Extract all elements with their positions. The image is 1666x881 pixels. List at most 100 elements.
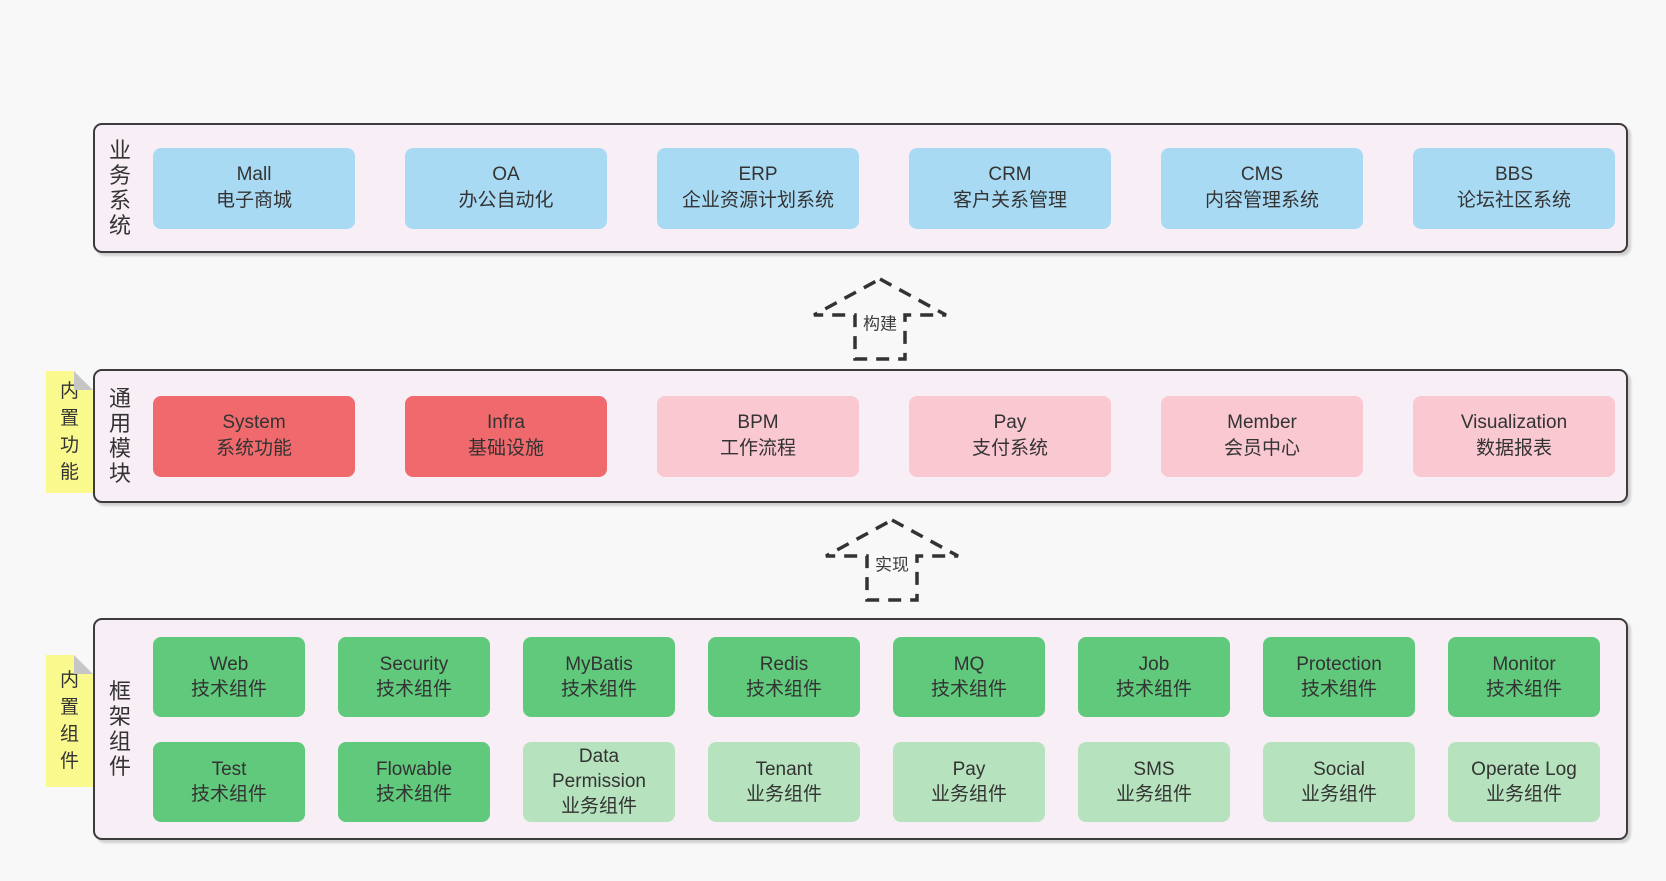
- band-label-business-systems: 业务系统: [108, 138, 131, 238]
- box-web: Web 技术组件: [153, 636, 305, 717]
- box-title: Visualization: [1460, 412, 1568, 433]
- box-subtitle: 客户关系管理: [952, 190, 1067, 211]
- box-mq: MQ 技术组件: [893, 636, 1045, 717]
- box-security: Security 技术组件: [338, 636, 490, 717]
- sticky-note-text: 内置功能: [59, 381, 79, 483]
- box-subtitle: 办公自动化: [458, 190, 554, 211]
- box-subtitle: 电子商城: [215, 190, 292, 211]
- box-protection: Protection 技术组件: [1263, 636, 1415, 717]
- box-title: Web: [209, 653, 249, 675]
- box-subtitle: 技术组件: [1485, 678, 1562, 700]
- box-cms: CMS 内容管理系统: [1161, 147, 1363, 229]
- framework-components-rows: Web 技术组件 Security 技术组件 MyBatis 技术组件 Redi…: [153, 636, 1600, 822]
- box-subtitle: 技术组件: [375, 783, 452, 805]
- box-subtitle: 技术组件: [930, 678, 1007, 700]
- box-subtitle: 技术组件: [190, 678, 267, 700]
- box-pay-component: Pay 业务组件: [893, 741, 1045, 822]
- box-subtitle: 业务组件: [1115, 783, 1192, 805]
- band-common-modules: 通用模块 System 系统功能 Infra 基础设施 BPM 工作流程 Pay…: [93, 369, 1628, 503]
- arrow-build: 构建: [812, 277, 948, 361]
- sticky-note-builtin-features: 内置功能: [46, 371, 93, 493]
- box-subtitle: 内容管理系统: [1204, 190, 1319, 211]
- box-title: Mall: [236, 164, 272, 185]
- box-redis: Redis 技术组件: [708, 636, 860, 717]
- box-subtitle: 业务组件: [1485, 783, 1562, 805]
- box-bpm: BPM 工作流程: [657, 395, 859, 477]
- band-framework-components: 框架组件 Web 技术组件 Security 技术组件 MyBatis 技术组件…: [93, 618, 1628, 840]
- box-system: System 系统功能: [153, 395, 355, 477]
- box-title: Redis: [759, 653, 809, 675]
- box-subtitle: 技术组件: [745, 678, 822, 700]
- box-bbs: BBS 论坛社区系统: [1413, 147, 1615, 229]
- box-title: OA: [492, 164, 520, 185]
- box-title: Job: [1138, 653, 1170, 675]
- box-operate-log: Operate Log 业务组件: [1448, 741, 1600, 822]
- box-title: SMS: [1133, 758, 1175, 780]
- box-subtitle: 系统功能: [215, 438, 292, 459]
- box-subtitle: 业务组件: [560, 796, 637, 817]
- box-subtitle: 数据报表: [1475, 438, 1552, 459]
- framework-components-row-2: Test 技术组件 Flowable 技术组件 Data Permission …: [153, 741, 1600, 822]
- common-modules-row: System 系统功能 Infra 基础设施 BPM 工作流程 Pay 支付系统…: [153, 395, 1615, 477]
- dashed-up-arrow-icon: [813, 277, 947, 361]
- box-title: System: [222, 412, 286, 433]
- band-label-common-modules: 通用模块: [108, 386, 131, 486]
- box-title: Operate Log: [1471, 758, 1577, 780]
- sticky-note-builtin-components: 内置组件: [46, 655, 93, 787]
- box-title: Tenant: [755, 758, 813, 780]
- box-title: Pay: [952, 758, 986, 780]
- box-infra: Infra 基础设施: [405, 395, 607, 477]
- box-sms: SMS 业务组件: [1078, 741, 1230, 822]
- box-data-permission: Data Permission 业务组件: [523, 741, 675, 822]
- arrow-build-label: 构建: [860, 308, 900, 336]
- box-title: BPM: [737, 412, 779, 433]
- box-subtitle: 工作流程: [719, 438, 796, 459]
- box-subtitle: 会员中心: [1223, 438, 1300, 459]
- box-title: CMS: [1240, 164, 1284, 185]
- dashed-up-arrow-icon: [825, 518, 959, 602]
- folded-corner-icon: [74, 655, 93, 674]
- box-subtitle: 业务组件: [930, 783, 1007, 805]
- box-title: Pay: [993, 412, 1027, 433]
- box-subtitle: 技术组件: [1300, 678, 1377, 700]
- box-subtitle: 业务组件: [745, 783, 822, 805]
- box-mybatis: MyBatis 技术组件: [523, 636, 675, 717]
- box-subtitle: 技术组件: [1115, 678, 1192, 700]
- business-systems-row: Mall 电子商城 OA 办公自动化 ERP 企业资源计划系统 CRM 客户关系…: [153, 147, 1615, 229]
- box-title: BBS: [1494, 164, 1534, 185]
- box-subtitle: 技术组件: [560, 678, 637, 700]
- box-title: Security: [379, 653, 449, 675]
- box-oa: OA 办公自动化: [405, 147, 607, 229]
- box-title: CRM: [988, 164, 1032, 185]
- box-social: Social 业务组件: [1263, 741, 1415, 822]
- box-job: Job 技术组件: [1078, 636, 1230, 717]
- box-erp: ERP 企业资源计划系统: [657, 147, 859, 229]
- box-title: Infra: [486, 412, 526, 433]
- box-title: Social: [1313, 758, 1365, 780]
- box-subtitle: 业务组件: [1300, 783, 1377, 805]
- box-tenant: Tenant 业务组件: [708, 741, 860, 822]
- box-test: Test 技术组件: [153, 741, 305, 822]
- box-title: MQ: [953, 653, 985, 675]
- box-flowable: Flowable 技术组件: [338, 741, 490, 822]
- box-title: Test: [211, 758, 247, 780]
- box-subtitle: 基础设施: [467, 438, 544, 459]
- box-subtitle: 论坛社区系统: [1456, 190, 1571, 211]
- box-title: Monitor: [1492, 653, 1556, 675]
- box-monitor: Monitor 技术组件: [1448, 636, 1600, 717]
- sticky-note-text: 内置组件: [59, 670, 79, 772]
- box-title: MyBatis: [565, 653, 633, 675]
- band-business-systems: 业务系统 Mall 电子商城 OA 办公自动化 ERP 企业资源计划系统 CRM…: [93, 123, 1628, 253]
- box-visualization: Visualization 数据报表: [1413, 395, 1615, 477]
- box-member: Member 会员中心: [1161, 395, 1363, 477]
- arrow-implement: 实现: [824, 518, 960, 602]
- framework-components-row-1: Web 技术组件 Security 技术组件 MyBatis 技术组件 Redi…: [153, 636, 1600, 717]
- box-subtitle: 技术组件: [375, 678, 452, 700]
- box-subtitle: 支付系统: [971, 438, 1048, 459]
- box-pay: Pay 支付系统: [909, 395, 1111, 477]
- box-title: Flowable: [375, 758, 453, 780]
- box-title: Member: [1227, 412, 1297, 433]
- box-title: Protection: [1296, 653, 1382, 675]
- band-label-framework-components: 框架组件: [108, 679, 131, 779]
